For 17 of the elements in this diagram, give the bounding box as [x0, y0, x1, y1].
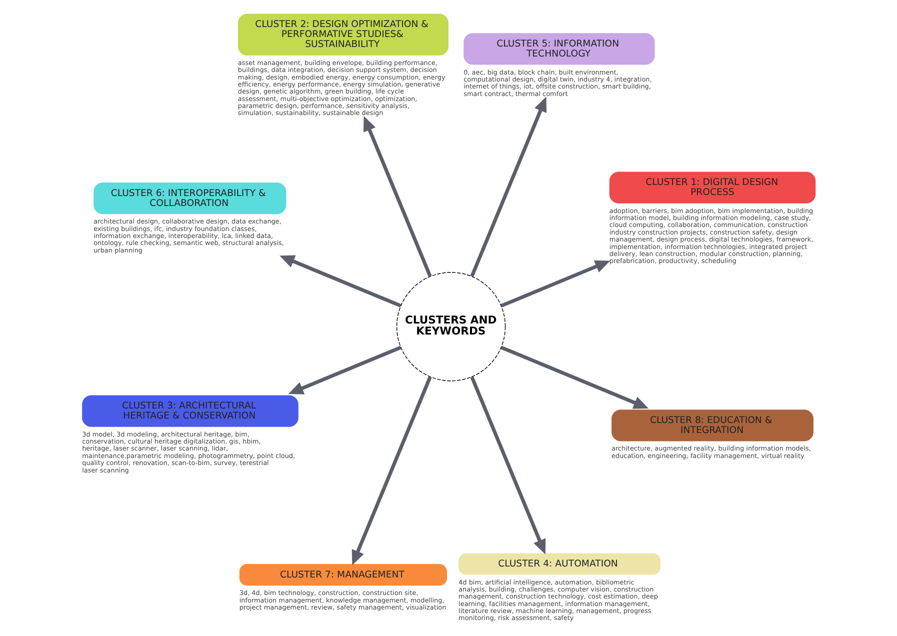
arrow [500, 346, 649, 409]
arrow [352, 376, 432, 566]
node-box: CLUSTER 2: DESIGN OPTIMIZATION & PERFORMATIVE STUDIES& SUSTAINABILITY [238, 14, 448, 56]
node-box: CLUSTER 5: INFORMATION TECHNOLOGY [464, 33, 655, 65]
node-box: CLUSTER 8: EDUCATION & INTEGRATION [612, 410, 814, 442]
arrow [288, 346, 402, 394]
arrow [470, 96, 547, 277]
node-circle: CLUSTERS AND KEYWORDS [396, 272, 506, 382]
node-box: CLUSTER 6: INTEROPERABILITY & COLLABORATION [94, 182, 286, 214]
arrow [363, 116, 432, 277]
arrow [500, 260, 610, 308]
node-box: CLUSTER 3: ARCHITECTURAL HERITAGE & CONSERVATION [82, 395, 298, 427]
node-box: CLUSTER 1: DIGITAL DESIGN PROCESS [609, 172, 816, 204]
node-box: CLUSTER 4: AUTOMATION [458, 553, 660, 575]
node-box: CLUSTER 7: MANAGEMENT [239, 564, 448, 586]
arrow [280, 255, 402, 308]
arrow [470, 376, 546, 554]
